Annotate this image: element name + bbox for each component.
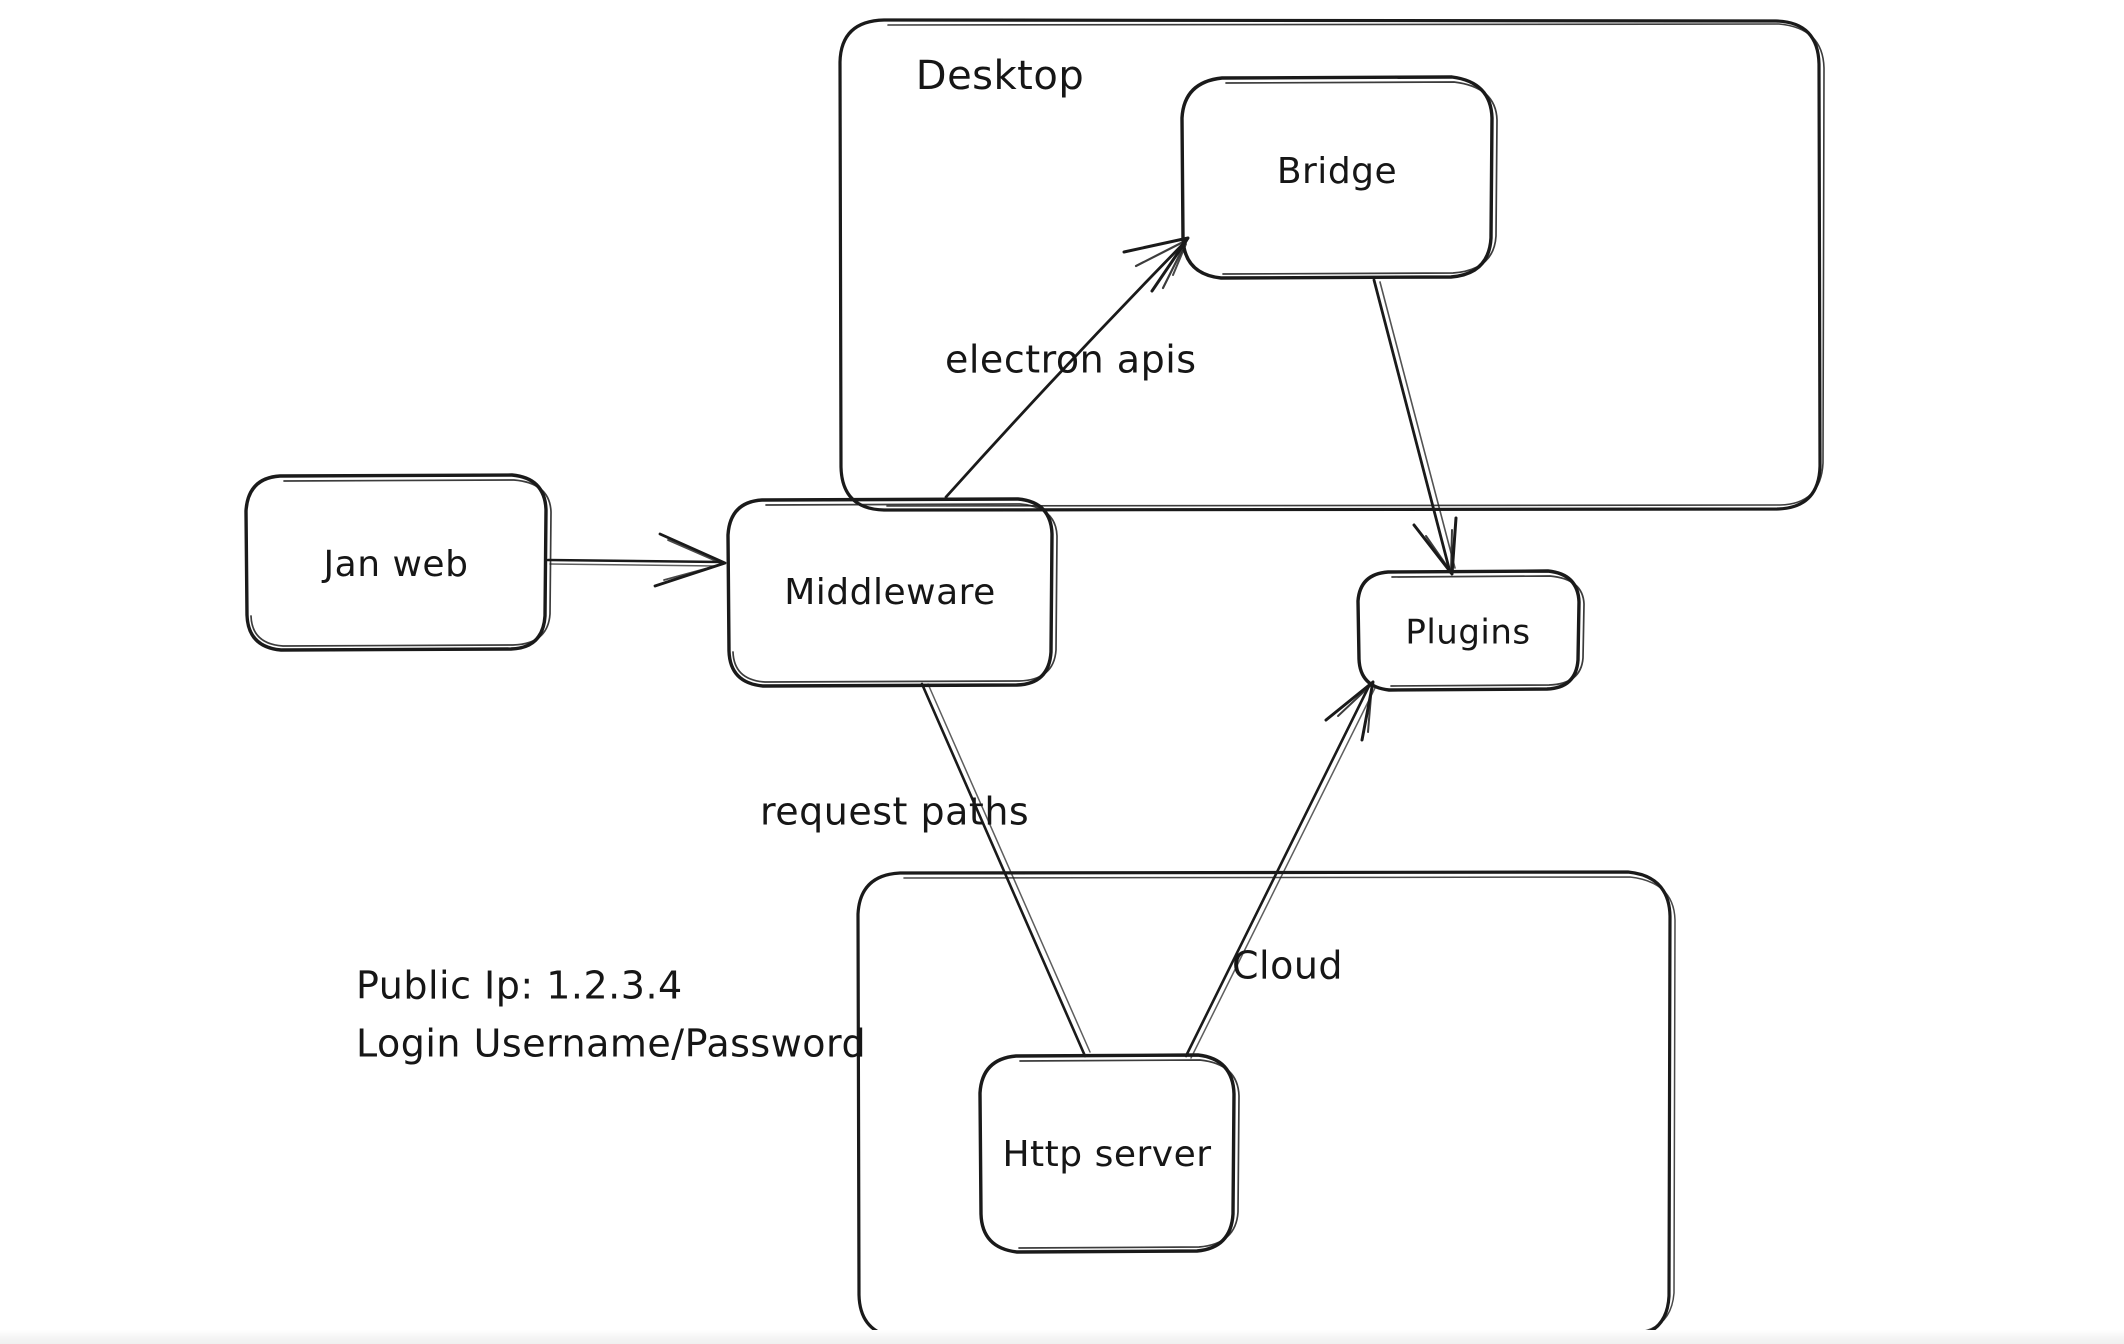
container-desktop-label: Desktop — [916, 53, 1084, 99]
node-bridge-outline-echo — [1222, 81, 1498, 275]
edge-httpserver-to-plugins-label: Cloud — [1232, 944, 1343, 988]
edge-middleware-to-bridge-arrowhead-echo — [1134, 238, 1189, 290]
edge-httpserver-to-plugins-arrowhead — [1324, 680, 1375, 742]
node-bridge[interactable]: Bridge — [1180, 75, 1498, 280]
edge-janweb-to-middleware-arrowhead — [653, 532, 727, 588]
edge-middleware-to-httpserver[interactable]: request paths — [760, 682, 1091, 1058]
node-middleware-label: Middleware — [784, 572, 996, 613]
edge-janweb-to-middleware-arrowhead-echo — [663, 539, 724, 581]
node-http-server[interactable]: Http server — [978, 1053, 1240, 1254]
node-middleware[interactable]: Middleware — [726, 497, 1058, 688]
edge-httpserver-to-plugins-line — [1184, 682, 1372, 1058]
node-plugins[interactable]: Plugins — [1356, 569, 1585, 692]
edge-middleware-to-httpserver-line-echo — [927, 683, 1091, 1053]
node-http-server-label: Http server — [1002, 1134, 1211, 1175]
edge-middleware-to-bridge-arrowhead — [1122, 236, 1190, 293]
node-plugins-outline-echo — [1390, 575, 1585, 687]
edge-bridge-to-plugins[interactable] — [1372, 278, 1458, 576]
node-jan-web-outline-echo — [250, 479, 552, 647]
edge-middleware-to-httpserver-label: request paths — [760, 790, 1029, 834]
edge-middleware-to-httpserver-line — [920, 682, 1087, 1058]
node-plugins-outline — [1356, 569, 1581, 692]
edge-janweb-to-middleware-line-echo — [549, 563, 717, 567]
annotation-public-ip: Public Ip: 1.2.3.4 — [356, 964, 683, 1008]
edge-middleware-to-bridge[interactable]: electron apis — [944, 236, 1197, 499]
node-http-server-outline — [978, 1053, 1236, 1254]
bottom-edge-band — [0, 1330, 2124, 1344]
edge-janweb-to-middleware-line — [546, 558, 724, 564]
annotation-block: Public Ip: 1.2.3.4 Login Username/Passwo… — [356, 964, 866, 1066]
container-desktop-outline — [838, 18, 1822, 512]
node-bridge-outline — [1180, 75, 1494, 280]
edge-bridge-to-plugins-arrowhead — [1412, 516, 1458, 576]
edge-middleware-to-bridge-line — [944, 241, 1186, 499]
edge-janweb-to-middleware[interactable] — [546, 532, 727, 588]
node-jan-web-outline — [244, 473, 548, 652]
node-middleware-outline-echo — [732, 503, 1058, 683]
node-jan-web-label: Jan web — [322, 544, 469, 585]
annotation-login-credentials: Login Username/Password — [356, 1022, 866, 1066]
edge-httpserver-to-plugins[interactable]: Cloud — [1184, 680, 1376, 1059]
container-desktop[interactable]: Desktop — [838, 18, 1825, 512]
container-desktop-outline-echo — [886, 23, 1825, 507]
node-bridge-label: Bridge — [1277, 151, 1397, 192]
node-middleware-outline — [726, 497, 1054, 688]
edge-bridge-to-plugins-line-echo — [1379, 281, 1456, 569]
edge-middleware-to-bridge-label: electron apis — [945, 338, 1197, 382]
edge-bridge-to-plugins-line — [1372, 278, 1452, 574]
node-plugins-label: Plugins — [1405, 613, 1530, 653]
edge-httpserver-to-plugins-line-echo — [1190, 687, 1376, 1059]
node-jan-web[interactable]: Jan web — [244, 473, 552, 652]
node-http-server-outline-echo — [1018, 1059, 1240, 1249]
